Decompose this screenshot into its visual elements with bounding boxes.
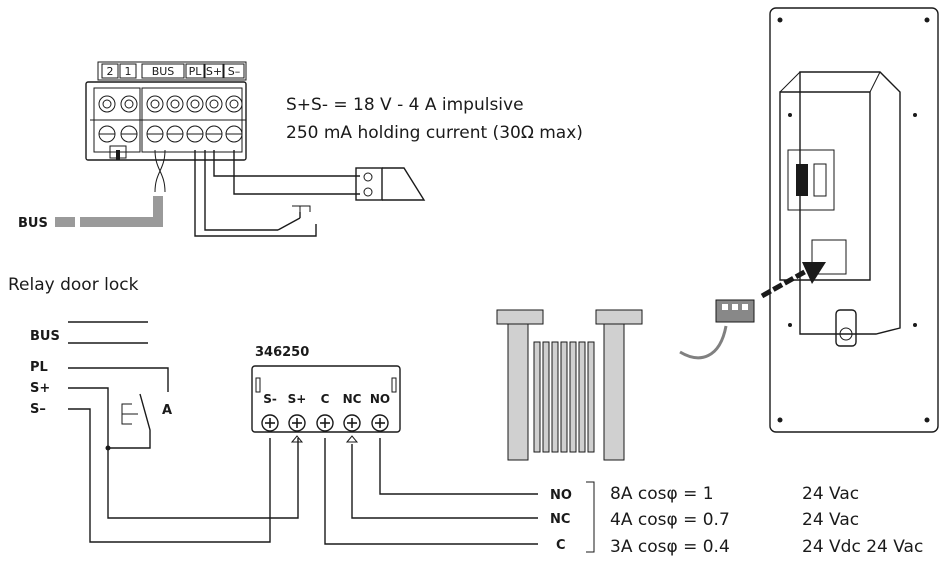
output-pin-nc: NC [550, 512, 570, 527]
top-wiring [194, 150, 426, 237]
label-s-minus: S– [30, 402, 46, 417]
label-switch-a: A [162, 403, 172, 418]
bus-cable: BUS [18, 149, 166, 231]
label-bus: BUS [30, 329, 60, 344]
relay-module-346250: 346250 S- S+ C NC NO [251, 345, 401, 443]
terminal-label-pl: PL [189, 65, 203, 78]
output-rating-c: 3A cosφ = 0.4 [610, 537, 730, 557]
relay-term-s-minus: S- [263, 392, 277, 406]
relay-code: 346250 [255, 345, 309, 360]
relay-term-nc: NC [343, 392, 362, 406]
label-s-plus: S+ [30, 381, 50, 396]
insert-arrow-icon [760, 262, 826, 299]
output-voltage-no: 24 Vac [802, 484, 859, 504]
bus-wire-label: BUS [18, 216, 48, 231]
terminal-label-s-plus: S+ [206, 65, 222, 78]
terminal-label-1: 1 [125, 65, 132, 78]
terminal-label-s-minus: S– [228, 65, 240, 78]
output-voltage-c: 24 Vdc 24 Vac [802, 537, 923, 557]
relay-term-no: NO [370, 392, 390, 406]
din-rail-illustration [496, 309, 643, 461]
relay-term-c: C [321, 392, 330, 406]
relay-term-s-plus: S+ [288, 392, 307, 406]
terminal-label-bus: BUS [152, 65, 175, 78]
label-pl: PL [30, 360, 48, 375]
device-panel-illustration [769, 7, 939, 433]
output-rating-no: 8A cosφ = 1 [610, 484, 714, 504]
output-voltage-nc: 24 Vac [802, 510, 859, 530]
spec-line-1: S+S- = 18 V - 4 A impulsive [286, 95, 524, 115]
output-pin-no: NO [550, 488, 572, 503]
output-rating-nc: 4A cosφ = 0.7 [610, 510, 730, 530]
output-wiring: NO NC C 8A cosφ = 1 4A cosφ = 0.7 3A cos… [324, 438, 923, 557]
relay-title: Relay door lock [8, 275, 139, 295]
connector-plug [679, 299, 755, 360]
top-terminal-block: 2 1 BUS PL S+ S– [85, 61, 247, 161]
spec-line-2: 250 mA holding current (30Ω max) [286, 123, 583, 143]
output-pin-c: C [556, 538, 566, 553]
left-bus-wiring: BUS PL S+ S– A [30, 321, 299, 543]
terminal-label-2: 2 [107, 65, 114, 78]
